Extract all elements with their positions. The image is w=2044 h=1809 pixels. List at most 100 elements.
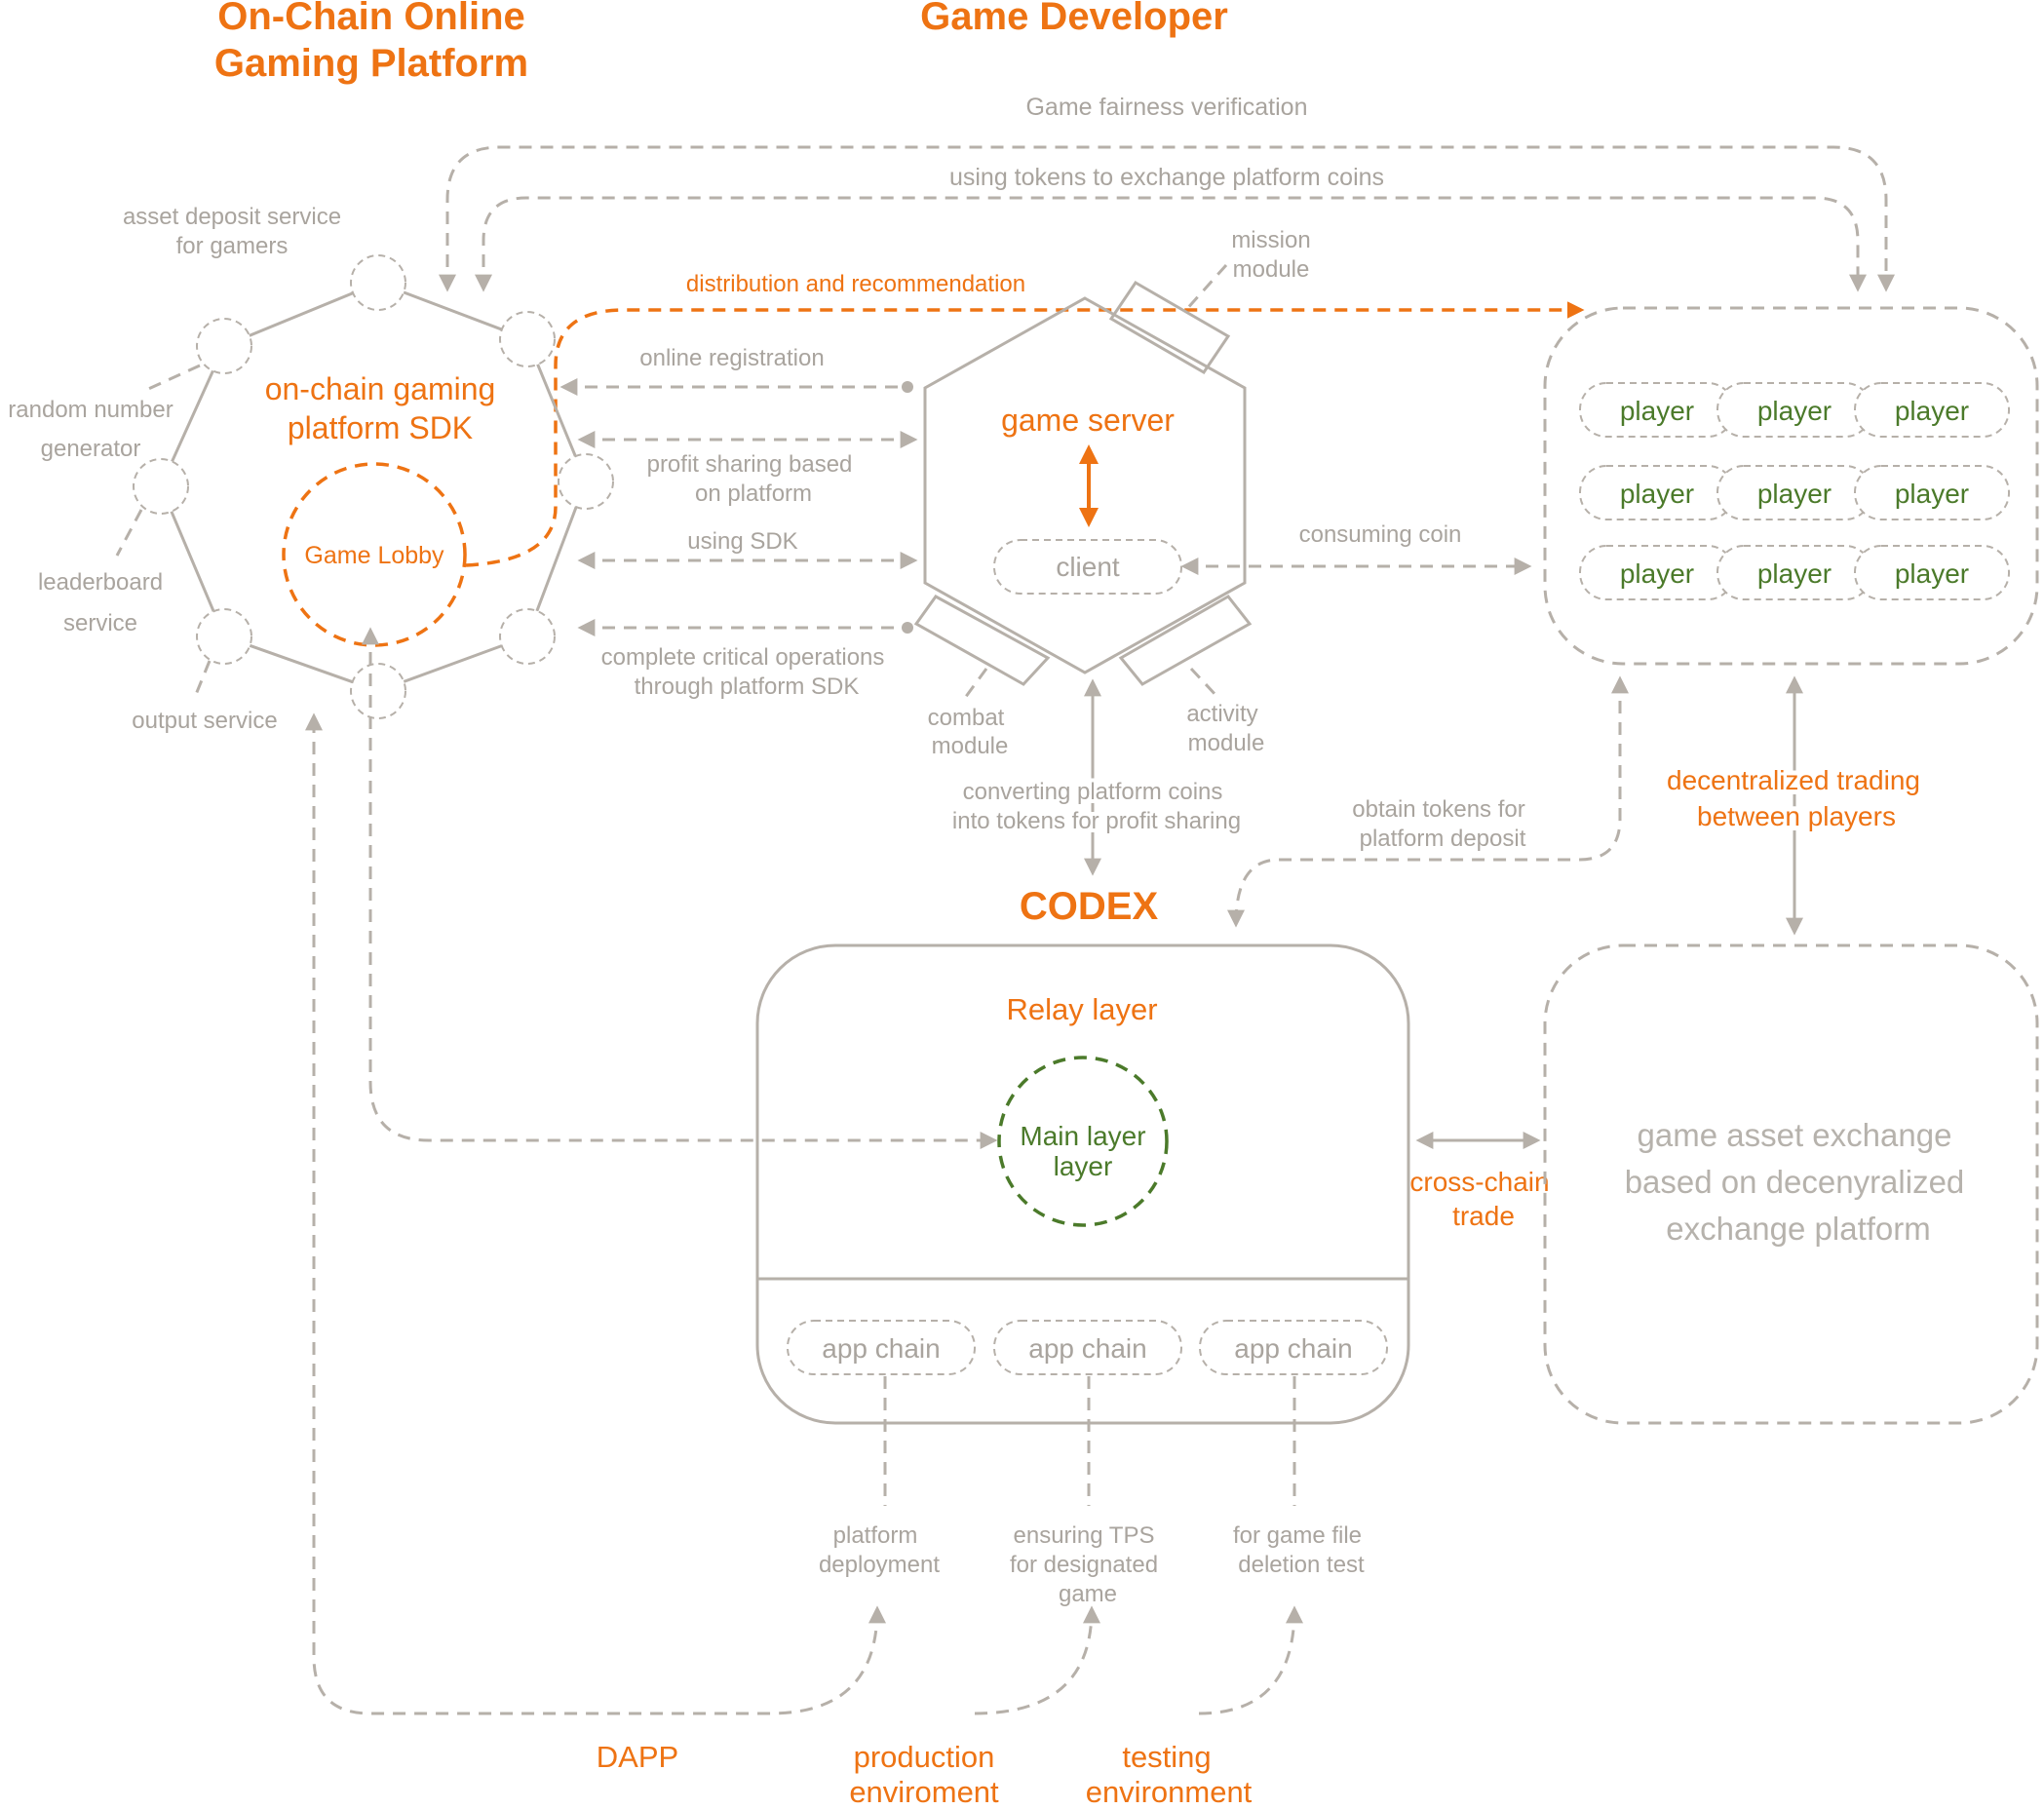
- production-connector: [974, 1605, 1100, 1715]
- player-pill[interactable]: [1854, 545, 2010, 600]
- obtain-tokens-label-line2: platform deposit: [1360, 826, 1526, 852]
- asset-deposit-label-line1: asset deposit service: [123, 204, 341, 230]
- obtain-tokens-label-line1: obtain tokens for: [1352, 796, 1524, 823]
- leaderboard-leader: [115, 509, 143, 557]
- tps-label-line3: game: [1059, 1581, 1117, 1607]
- production-label-line2: enviroment: [849, 1775, 999, 1804]
- fairness-connector: [439, 145, 1895, 292]
- online-registration-label: online registration: [639, 345, 824, 371]
- app-chain-pill[interactable]: [993, 1320, 1182, 1375]
- node-leaderboard[interactable]: [133, 458, 189, 515]
- mission-label-line2: module: [1233, 256, 1310, 283]
- node-right[interactable]: [558, 453, 614, 510]
- exchange-label-line1: game asset exchange: [1638, 1117, 1952, 1153]
- deletion-test-label-line2: deletion test: [1238, 1552, 1365, 1578]
- developer-header: Game Developer: [920, 0, 1228, 38]
- activity-label-line2: module: [1188, 730, 1265, 756]
- using-sdk-label: using SDK: [687, 528, 797, 555]
- critical-ops-label-line1: complete critical operations: [601, 644, 885, 671]
- app-chain-label: app chain: [1028, 1333, 1146, 1364]
- random-label-line1: random number: [8, 397, 173, 423]
- asset-deposit-label-line2: for gamers: [176, 233, 289, 259]
- leaderboard-label-line1: leaderboard: [38, 569, 163, 596]
- leaderboard-label-line2: service: [63, 610, 137, 636]
- player-label: player: [1757, 396, 1832, 426]
- main-layer-circle[interactable]: [997, 1056, 1169, 1227]
- mission-module-tab[interactable]: [1108, 281, 1231, 374]
- cross-chain-label-line1: cross-chain: [1409, 1167, 1549, 1197]
- relay-layer-label: Relay layer: [1006, 992, 1157, 1026]
- app-chain-label: app chain: [822, 1333, 940, 1364]
- node-bottom[interactable]: [350, 663, 406, 719]
- node-lower-right[interactable]: [499, 608, 556, 665]
- profit-sharing-label-line2: on platform: [695, 481, 812, 507]
- node-random[interactable]: [196, 318, 252, 374]
- decentralized-label-line2: between players: [1697, 801, 1896, 831]
- tps-label-line1: ensuring TPS: [1014, 1522, 1155, 1549]
- decentralized-label-line1: decentralized trading: [1667, 765, 1920, 795]
- app-chain-pill[interactable]: [1199, 1320, 1388, 1375]
- player-pill[interactable]: [1854, 382, 2010, 438]
- platform-header-line1: On-Chain Online: [217, 0, 525, 38]
- node-asset-deposit[interactable]: [350, 254, 406, 311]
- player-label: player: [1895, 479, 1969, 509]
- mission-label-line1: mission: [1231, 227, 1310, 253]
- player-label: player: [1757, 558, 1832, 589]
- critical-ops-dot: [902, 622, 913, 634]
- converting-coins-label-line2: into tokens for profit sharing: [952, 808, 1241, 834]
- critical-ops-label-line2: through platform SDK: [635, 674, 860, 700]
- lobby-main-connector: [362, 627, 998, 1149]
- deletion-test-label-line1: for game file: [1233, 1522, 1362, 1549]
- player-label: player: [1757, 479, 1832, 509]
- exchange-label-line2: based on decenyralized: [1625, 1164, 1965, 1200]
- node-output[interactable]: [196, 608, 252, 665]
- output-label: output service: [132, 708, 277, 734]
- activity-module-tab[interactable]: [1118, 595, 1253, 686]
- testing-label-line1: testing: [1122, 1740, 1211, 1774]
- tokens-exchange-connector: [475, 196, 1867, 292]
- client-label: client: [1056, 552, 1120, 582]
- game-lobby-label: Game Lobby: [304, 542, 444, 569]
- platform-header-line2: Gaming Platform: [214, 42, 528, 85]
- player-label: player: [1895, 558, 1969, 589]
- combat-label-line1: combat: [928, 705, 1005, 731]
- player-pill[interactable]: [1854, 465, 2010, 520]
- main-layer-label-line2: layer: [1054, 1151, 1113, 1181]
- testing-label-line2: environment: [1086, 1775, 1253, 1804]
- combat-module-tab[interactable]: [913, 595, 1051, 686]
- platform-deployment-label-line2: deployment: [819, 1552, 940, 1578]
- output-leader: [193, 660, 212, 698]
- player-grid: player player player player player playe…: [1579, 382, 2010, 600]
- activity-label-line1: activity: [1186, 701, 1257, 727]
- dapp-label: DAPP: [597, 1740, 678, 1774]
- cross-chain-label-line2: trade: [1452, 1201, 1515, 1231]
- game-lobby-circle[interactable]: [282, 462, 467, 647]
- codex-header: CODEX: [1020, 885, 1159, 928]
- player-label: player: [1620, 479, 1694, 509]
- random-leader: [145, 364, 201, 392]
- app-chain-label: app chain: [1234, 1333, 1352, 1364]
- player-label: player: [1620, 558, 1694, 589]
- consuming-coin-label: consuming coin: [1299, 521, 1462, 548]
- player-label: player: [1895, 396, 1969, 426]
- online-registration-dot: [902, 381, 913, 393]
- platform-deployment-label-line1: platform: [833, 1522, 918, 1549]
- random-label-line2: generator: [41, 436, 141, 462]
- sdk-title-line2: platform SDK: [288, 410, 473, 445]
- converting-coins-label-line1: converting platform coins: [963, 779, 1223, 805]
- players-container: [1543, 306, 2039, 666]
- game-server-title: game server: [1001, 403, 1175, 438]
- player-label: player: [1620, 396, 1694, 426]
- profit-sharing-label-line1: profit sharing based: [647, 451, 853, 478]
- mission-leader: [1182, 263, 1228, 314]
- activity-leader: [1189, 667, 1220, 700]
- node-upper-right[interactable]: [499, 311, 556, 367]
- tps-label-line2: for designated: [1010, 1552, 1158, 1578]
- combat-label-line2: module: [932, 733, 1009, 759]
- game-server-hexagon: [923, 296, 1247, 674]
- main-layer-label-line1: Main layer: [1020, 1121, 1145, 1151]
- combat-leader: [963, 668, 988, 699]
- fairness-label: Game fairness verification: [1025, 94, 1307, 121]
